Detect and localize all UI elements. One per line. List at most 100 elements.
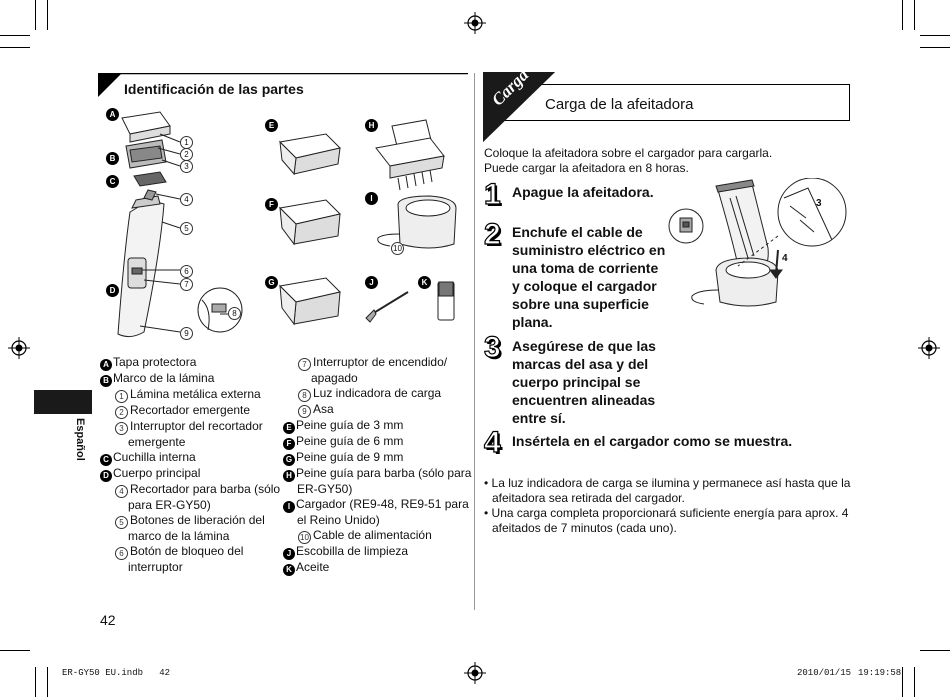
parts-list-text: Marco de la lámina [113, 371, 215, 385]
diagram-label-e: E [265, 119, 278, 132]
step-line: marcas del asa y del [512, 356, 649, 372]
parts-list-text: interruptor [128, 560, 183, 574]
crop-mark [35, 0, 36, 30]
parts-list-marker: 3 [115, 422, 128, 435]
note-line: • Una carga completa proporcionará sufic… [484, 506, 849, 520]
parts-list-marker: H [283, 470, 295, 482]
parts-list-text: Tapa protectora [113, 355, 197, 369]
diagram-label-j: J [365, 276, 378, 289]
step-2-text: Enchufe el cable de suministro eléctrico… [512, 223, 665, 331]
parts-list-marker: J [283, 548, 295, 560]
step-line: sobre una superficie [512, 296, 649, 312]
step-4-text: Insértela en el cargador como se muestra… [512, 432, 792, 450]
parts-diagram [117, 111, 457, 338]
parts-list-text: Botón de bloqueo del [130, 544, 244, 558]
parts-list-marker: A [100, 359, 112, 371]
parts-list-marker: 7 [298, 358, 311, 371]
section-header-box [483, 72, 850, 142]
parts-list-marker: 10 [298, 531, 311, 544]
diagram-label-d: D [106, 284, 119, 297]
step-number: 2 [483, 217, 501, 251]
parts-list-item: apagado [283, 371, 471, 386]
footer-date: 2010/01/15 [797, 668, 852, 678]
parts-list-text: Interruptor de encendido/ [313, 355, 448, 369]
step-number: 3 [483, 330, 501, 364]
step-line: Insértela en el cargador como se muestra… [512, 433, 793, 449]
parts-list-text: el Reino Unido) [297, 513, 380, 527]
parts-list-text: Cable de alimentación [313, 528, 432, 542]
diagram-num-9: 9 [180, 327, 193, 340]
note-1: • La luz indicadora de carga se ilumina … [484, 476, 850, 506]
crop-mark [47, 0, 48, 30]
language-tab-label-wrap: Español [72, 418, 88, 478]
crop-mark [35, 667, 36, 697]
crop-mark [920, 47, 950, 48]
diagram-label-a: A [106, 108, 119, 121]
step-line: y coloque el cargador [512, 278, 657, 294]
step-line: encuentren alineadas [512, 392, 656, 408]
step-number: 4 [483, 425, 501, 459]
parts-list-item: emergente [100, 435, 280, 450]
parts-list-text: Lámina metálica externa [130, 387, 261, 401]
parts-list-marker: C [100, 454, 112, 466]
parts-list-item: ER-GY50) [283, 482, 471, 497]
intro-text: Coloque la afeitadora sobre el cargador … [484, 146, 772, 176]
note-line: afeitados de 7 minutos (cada uno). [492, 521, 677, 535]
step-line: plana. [512, 314, 553, 330]
parts-list-text: marco de la lámina [128, 529, 230, 543]
footer-time: 19:19:58 [858, 668, 902, 678]
parts-list-marker: I [283, 501, 295, 513]
parts-list-text: apagado [311, 371, 358, 385]
intro-line: Coloque la afeitadora sobre el cargador … [484, 146, 773, 160]
parts-list-text: Recortador para barba (sólo [130, 482, 281, 496]
diagram-label-k: K [418, 276, 431, 289]
diagram-label-g: G [265, 276, 278, 289]
parts-list-item: el Reino Unido) [283, 513, 471, 528]
column-divider [474, 73, 475, 610]
parts-list-text: Peine guía para barba (sólo para [296, 466, 472, 480]
registration-mark-icon [8, 337, 30, 359]
step-line: una toma de corriente [512, 260, 659, 276]
parts-list-text: Peine guía de 3 mm [296, 418, 404, 432]
parts-list-marker: G [283, 454, 295, 466]
charging-section-title: Carga de la afeitadora [545, 96, 694, 113]
step-line: Enchufe el cable de [512, 224, 643, 240]
crop-mark [0, 35, 30, 36]
diagram-label-b: B [106, 152, 119, 165]
parts-list-text: Cuchilla interna [113, 450, 196, 464]
crop-mark [47, 667, 48, 697]
section-title: Identificación de las partes [124, 81, 304, 97]
diagram-num-8: 8 [228, 307, 241, 320]
parts-list-text: Cargador (RE9-48, RE9-51 para [296, 497, 469, 511]
diagram-num-4: 4 [180, 193, 193, 206]
parts-list-text: ER-GY50) [297, 482, 353, 496]
registration-mark-icon [918, 337, 940, 359]
diagram-label-i: I [365, 192, 378, 205]
note-line: afeitadora sea retirada del cargador. [492, 491, 685, 505]
note-line: • La luz indicadora de carga se ilumina … [484, 476, 851, 490]
intro-line: Puede cargar la afeitadora en 8 horas. [484, 161, 689, 175]
parts-list-marker: F [283, 438, 295, 450]
diagram-num-10: 10 [391, 242, 404, 255]
step-line: Asegúrese de que las [512, 338, 656, 354]
crop-mark [914, 667, 915, 697]
parts-list-text: Aceite [296, 560, 330, 574]
parts-list-item: interruptor [100, 560, 280, 575]
step-line: entre sí. [512, 410, 566, 426]
step-number: 1 [483, 177, 501, 211]
step-3-text: Asegúrese de que las marcas del asa y de… [512, 337, 656, 427]
registration-mark-icon [464, 12, 486, 34]
parts-list-item: para ER-GY50) [100, 498, 280, 513]
